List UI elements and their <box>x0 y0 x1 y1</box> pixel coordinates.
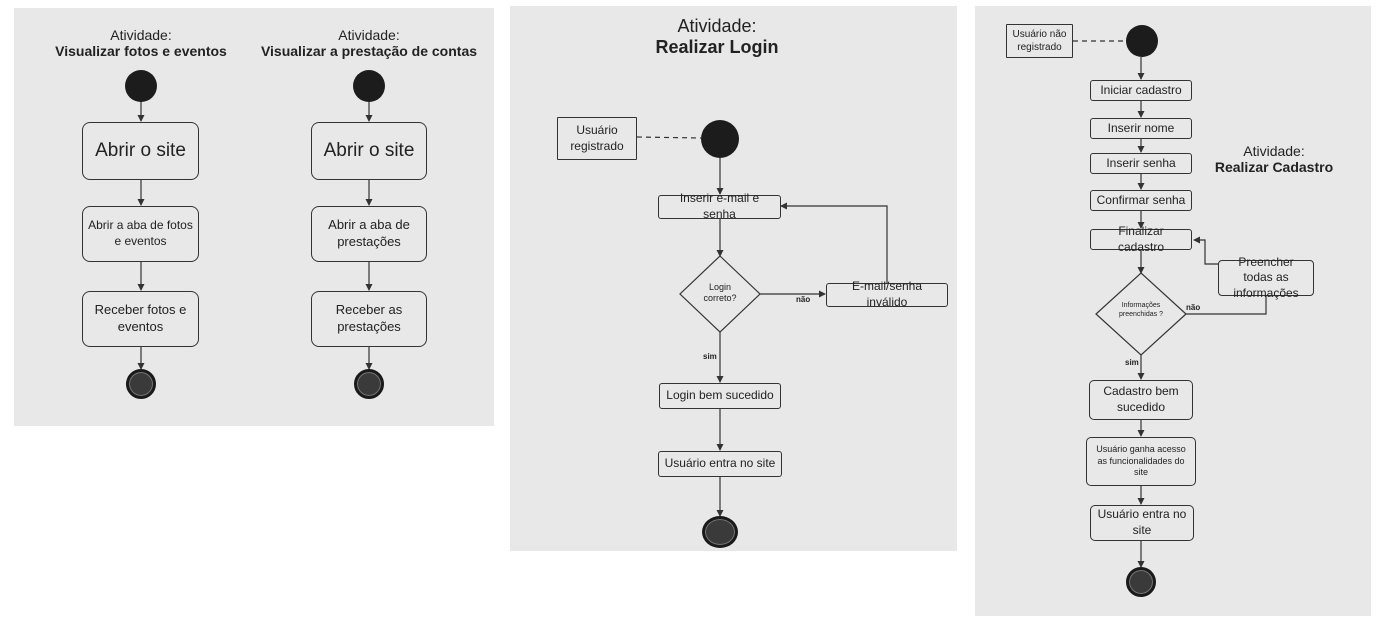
panel2-step-abrir-aba: Abrir a aba de prestações <box>311 206 427 262</box>
panel2-start-node <box>353 70 385 102</box>
panel4-step-nome: Inserir nome <box>1090 118 1192 139</box>
panel3-no-label: não <box>796 295 811 304</box>
panel4-note-usuario-nao-registrado: Usuário não registrado <box>1006 24 1073 58</box>
panel4-end-node <box>1126 567 1156 597</box>
panel1-start-node <box>125 70 157 102</box>
panel4-step-senha: Inserir senha <box>1090 153 1192 174</box>
panel3-step-inserir-email: Inserir e-mail e senha <box>658 191 781 221</box>
panel2-end-node <box>354 369 384 399</box>
panel1-end-node <box>126 369 156 399</box>
panel4-title-line1: Atividade: <box>1243 143 1305 159</box>
panel1-step-receber: Receber fotos e eventos <box>82 291 199 347</box>
panel3-note-usuario-registrado: Usuário registrado <box>557 117 637 160</box>
panel3-start-node <box>701 120 739 158</box>
panel4-fix-box: Preencher todas as informações <box>1218 255 1314 300</box>
panel3-title: Atividade: Realizar Login <box>617 16 817 58</box>
panel4-step-finalizar: Finalizar cadastro <box>1090 224 1192 254</box>
panel3-title-line1: Atividade: <box>677 16 757 36</box>
panel3-decision-label: Login correto? <box>703 282 737 304</box>
panel4-step-ganha-acesso: Usuário ganha acesso as funcionalidades … <box>1086 437 1196 486</box>
panel4-step-confirmar: Confirmar senha <box>1090 190 1192 211</box>
panel4-title-line2: Realizar Cadastro <box>1214 159 1334 175</box>
panel3-title-line2: Realizar Login <box>655 37 779 57</box>
panel1-title-line2: Visualizar fotos e eventos <box>55 43 227 59</box>
panel4-start-node <box>1126 25 1158 57</box>
panel3-step-entra-site: Usuário entra no site <box>658 451 782 477</box>
panel4-step-entra-site: Usuário entra no site <box>1090 505 1194 541</box>
panel3-end-node <box>702 516 738 548</box>
panel1-step-abrir-site: Abrir o site <box>82 122 199 180</box>
panel4-title: Atividade: Realizar Cadastro <box>1204 143 1344 175</box>
panel2-title: Atividade: Visualizar a prestação de con… <box>249 27 489 59</box>
panel4-yes-label: sim <box>1125 358 1139 367</box>
panel4-decision-label: Informações preenchidas ? <box>1119 302 1163 318</box>
panel1-title-line1: Atividade: <box>110 27 172 43</box>
panel2-title-line2: Visualizar a prestação de contas <box>260 43 478 59</box>
panel4-step-cadastro-sucesso: Cadastro bem sucedido <box>1089 380 1193 420</box>
panel1-step-abrir-aba: Abrir a aba de fotos e eventos <box>82 206 199 262</box>
panel2-step-receber: Receber as prestações <box>311 291 427 347</box>
panel3-step-login-sucesso: Login bem sucedido <box>659 383 781 409</box>
panel3-yes-label: sim <box>703 352 717 361</box>
panel3-error-box: E-mail/senha inválido <box>826 279 948 309</box>
panel2-title-line1: Atividade: <box>338 27 400 43</box>
panel4-no-label: não <box>1186 303 1201 312</box>
panel2-step-abrir-site: Abrir o site <box>311 122 427 180</box>
panel4-step-iniciar: Iniciar cadastro <box>1090 80 1192 101</box>
panel1-title: Atividade: Visualizar fotos e eventos <box>41 27 241 59</box>
